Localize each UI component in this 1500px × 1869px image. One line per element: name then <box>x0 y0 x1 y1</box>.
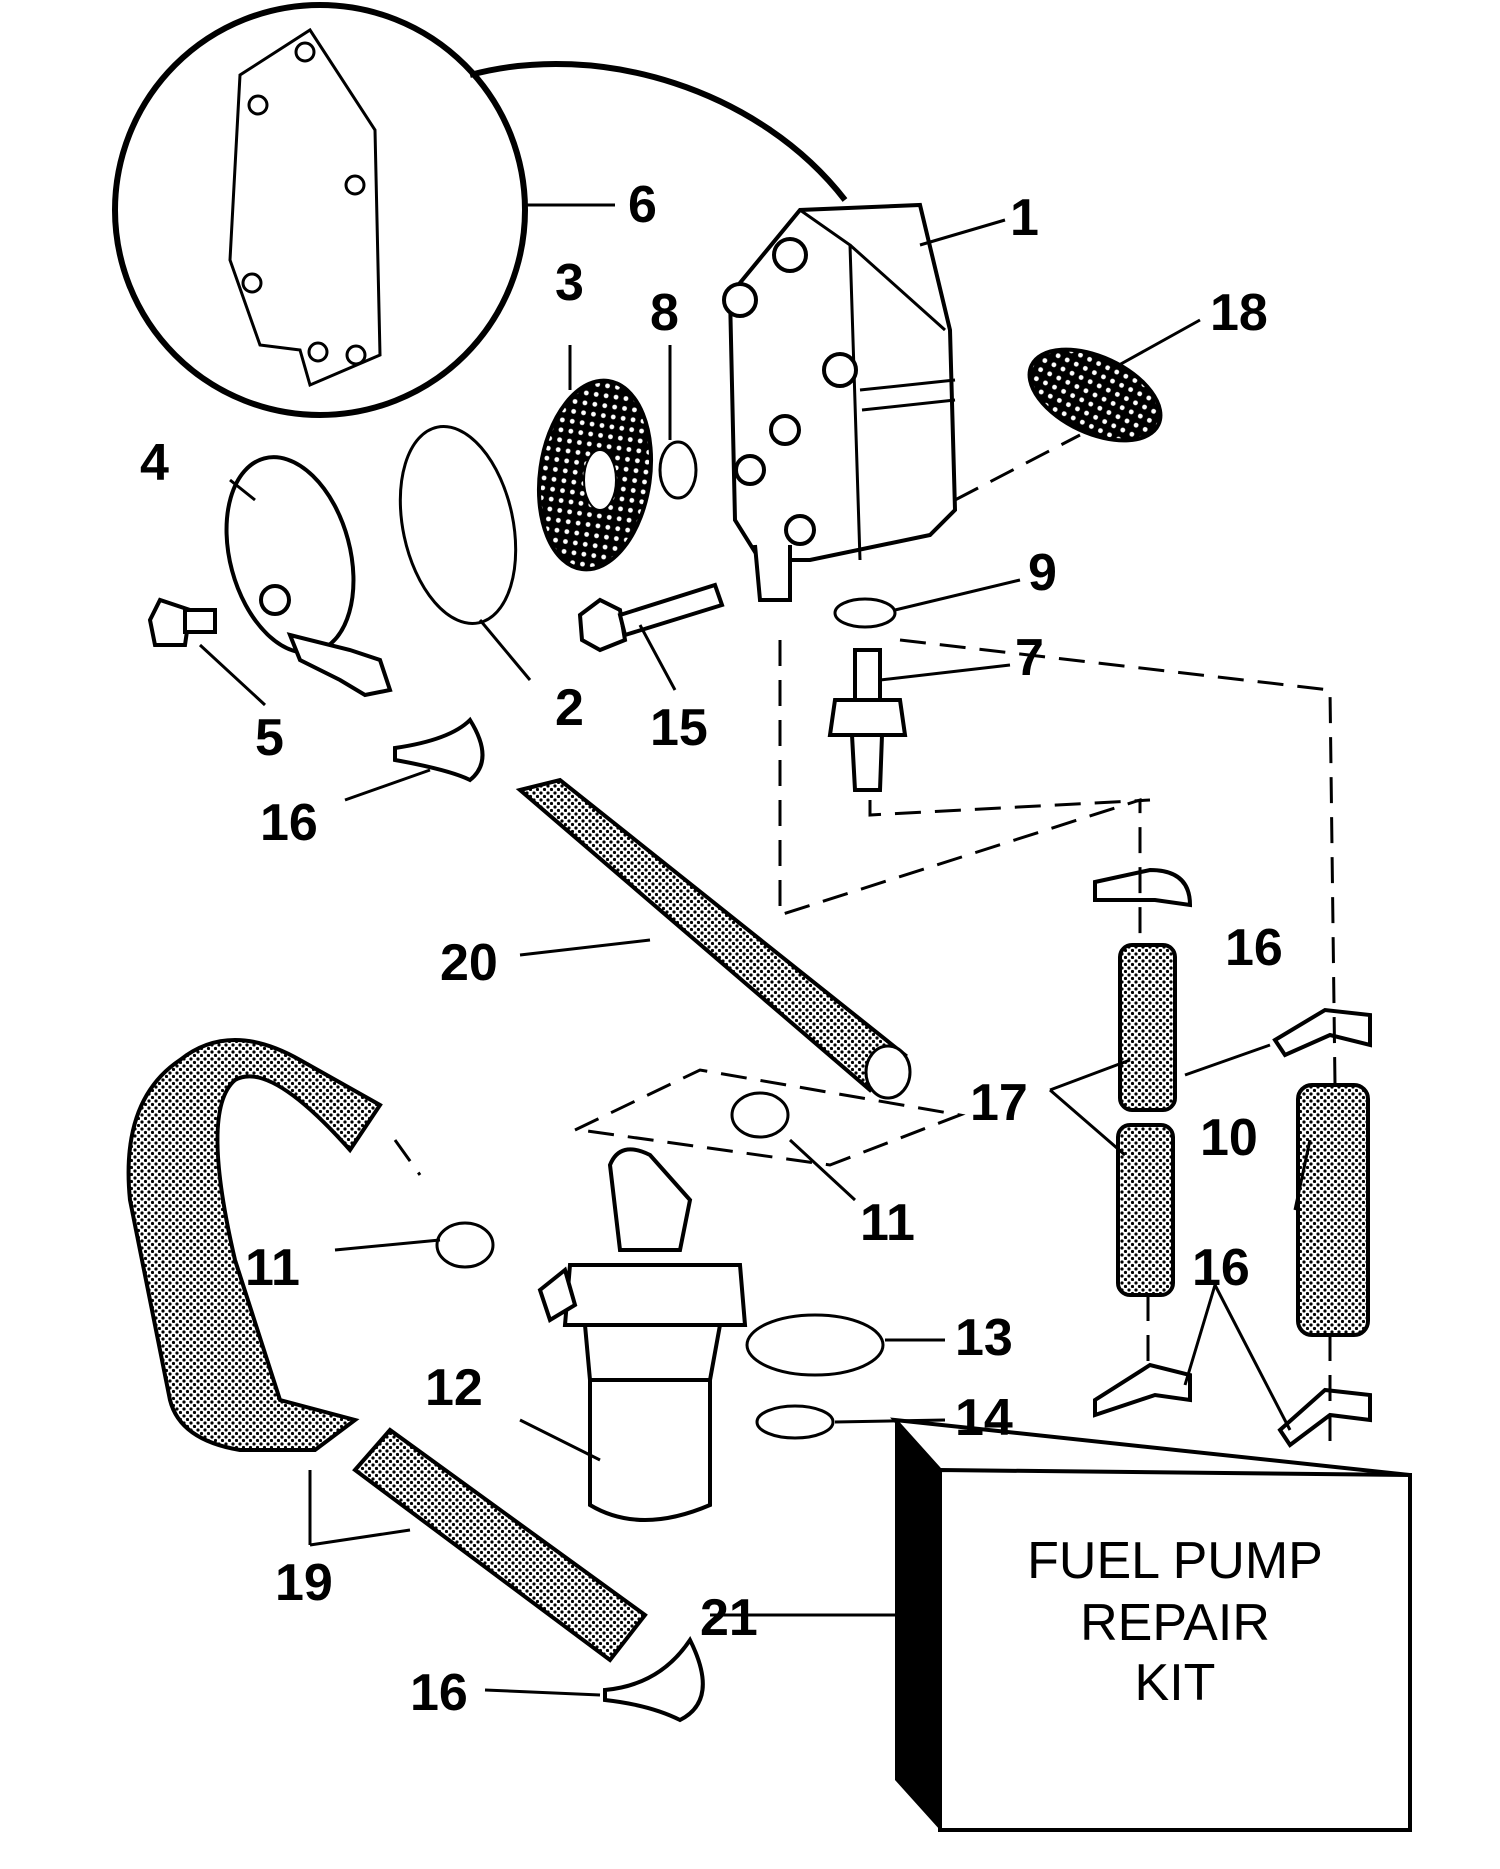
callout-11-lower: 11 <box>245 1239 300 1297</box>
callout-14: 14 <box>955 1389 1013 1447</box>
callout-21: 21 <box>700 1589 758 1647</box>
callout-13: 13 <box>955 1309 1013 1367</box>
callout-15: 15 <box>650 699 708 757</box>
hose-clip-mid-left <box>1093 867 1193 908</box>
check-valve-screen <box>1027 347 1163 443</box>
callout-5: 5 <box>255 709 284 767</box>
pump-cover <box>224 455 393 698</box>
callout-12: 12 <box>425 1359 483 1417</box>
callout-4: 4 <box>140 434 169 492</box>
hose-clip-bottom <box>603 1636 705 1723</box>
kit-label-line-3: KIT <box>1135 1654 1216 1712</box>
assembly-guide-lines <box>393 433 1337 1450</box>
callout-3: 3 <box>555 254 584 312</box>
filter-gasket-small <box>755 1404 835 1440</box>
repair-kit-box <box>890 1417 1412 1832</box>
callout-10: 10 <box>1200 1109 1258 1167</box>
fuel-filter <box>537 1147 748 1522</box>
hose-clip-top-left <box>393 716 485 783</box>
hose-clip-low-right <box>1277 1387 1372 1448</box>
small-o-ring <box>658 440 698 500</box>
callout-1: 1 <box>1010 189 1039 247</box>
kit-label-line-2: REPAIR <box>1080 1594 1270 1652</box>
callout-6: 6 <box>628 176 657 234</box>
detail-link-arc <box>469 61 848 202</box>
fuel-hose-right <box>1296 1083 1370 1337</box>
callout-20: 20 <box>440 934 498 992</box>
callout-19: 19 <box>275 1554 333 1612</box>
callout-7: 7 <box>1015 629 1044 687</box>
hose-clamp-upper <box>730 1091 790 1139</box>
callout-2: 2 <box>555 679 584 737</box>
kit-label-line-1: FUEL PUMP <box>1027 1532 1323 1590</box>
fuel-pump-body <box>722 202 958 602</box>
long-screw <box>577 582 725 653</box>
hose-clip-mid-right <box>1272 1007 1372 1058</box>
fitting-washer <box>833 597 897 629</box>
filter-gasket-large <box>745 1313 885 1377</box>
callout-16-top-left: 16 <box>260 794 318 852</box>
hose-clamp-lower <box>435 1221 495 1269</box>
repair-kit-label: FUEL PUMP REPAIR KIT <box>1027 1532 1323 1712</box>
callout-16-mid-right: 16 <box>1225 919 1283 977</box>
bent-fuel-hose <box>126 1038 383 1452</box>
callout-leaders <box>198 203 1312 1697</box>
callout-numbers: 1 2 3 4 5 6 7 8 9 10 11 11 12 13 14 15 1… <box>140 176 1283 1722</box>
callout-16-bottom: 16 <box>410 1664 468 1722</box>
short-fuel-hose-lower <box>352 1427 648 1663</box>
callout-9: 9 <box>1028 544 1057 602</box>
callout-16-low-right: 16 <box>1192 1239 1250 1297</box>
large-o-ring <box>398 425 518 625</box>
long-fuel-hose <box>515 777 908 1093</box>
hose-fitting <box>827 648 908 792</box>
callout-8: 8 <box>650 284 679 342</box>
callout-11-upper: 11 <box>860 1194 915 1252</box>
gasket-detail-circle <box>112 2 528 418</box>
short-hose-upper <box>1118 943 1177 1112</box>
hose-clip-low-left <box>1093 1362 1192 1418</box>
callout-17: 17 <box>970 1074 1028 1132</box>
callout-18: 18 <box>1210 284 1268 342</box>
short-hose-lower <box>1116 1123 1175 1297</box>
cover-screw <box>147 597 217 647</box>
